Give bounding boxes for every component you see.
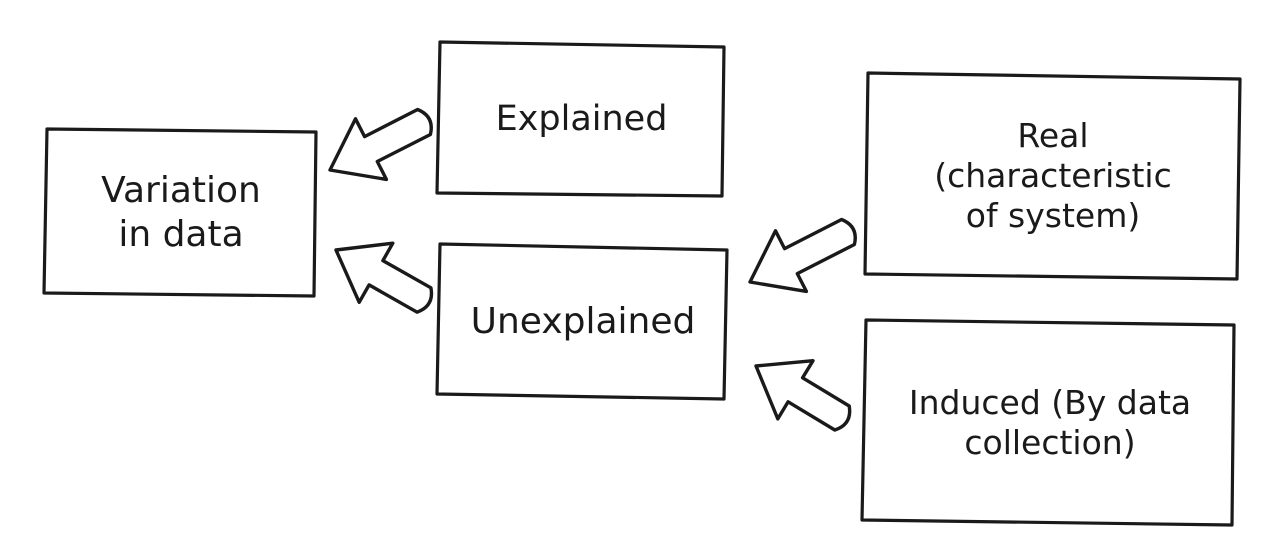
node-label-unexplained: Unexplained: [470, 301, 696, 343]
box-real: [863, 71, 1242, 281]
box-unexplained: [435, 242, 729, 401]
box-explained: [435, 40, 726, 198]
node-label-explained: Explained: [495, 98, 668, 139]
arrow-explained-to-variation: [328, 107, 433, 182]
box-variation: [42, 127, 318, 298]
arrow-real-to-unexplained: [748, 217, 857, 294]
box-induced: [860, 318, 1236, 527]
arrow-induced-to-unexplained: [754, 359, 852, 432]
node-label-induced: Induced (By data collection): [908, 382, 1192, 462]
arrow-unexplained-to-variation: [334, 241, 434, 314]
node-label-real: Real (characteristic of system): [934, 115, 1172, 236]
arrow-layer: [328, 107, 857, 432]
node-label-variation: Variation in data: [101, 169, 261, 255]
